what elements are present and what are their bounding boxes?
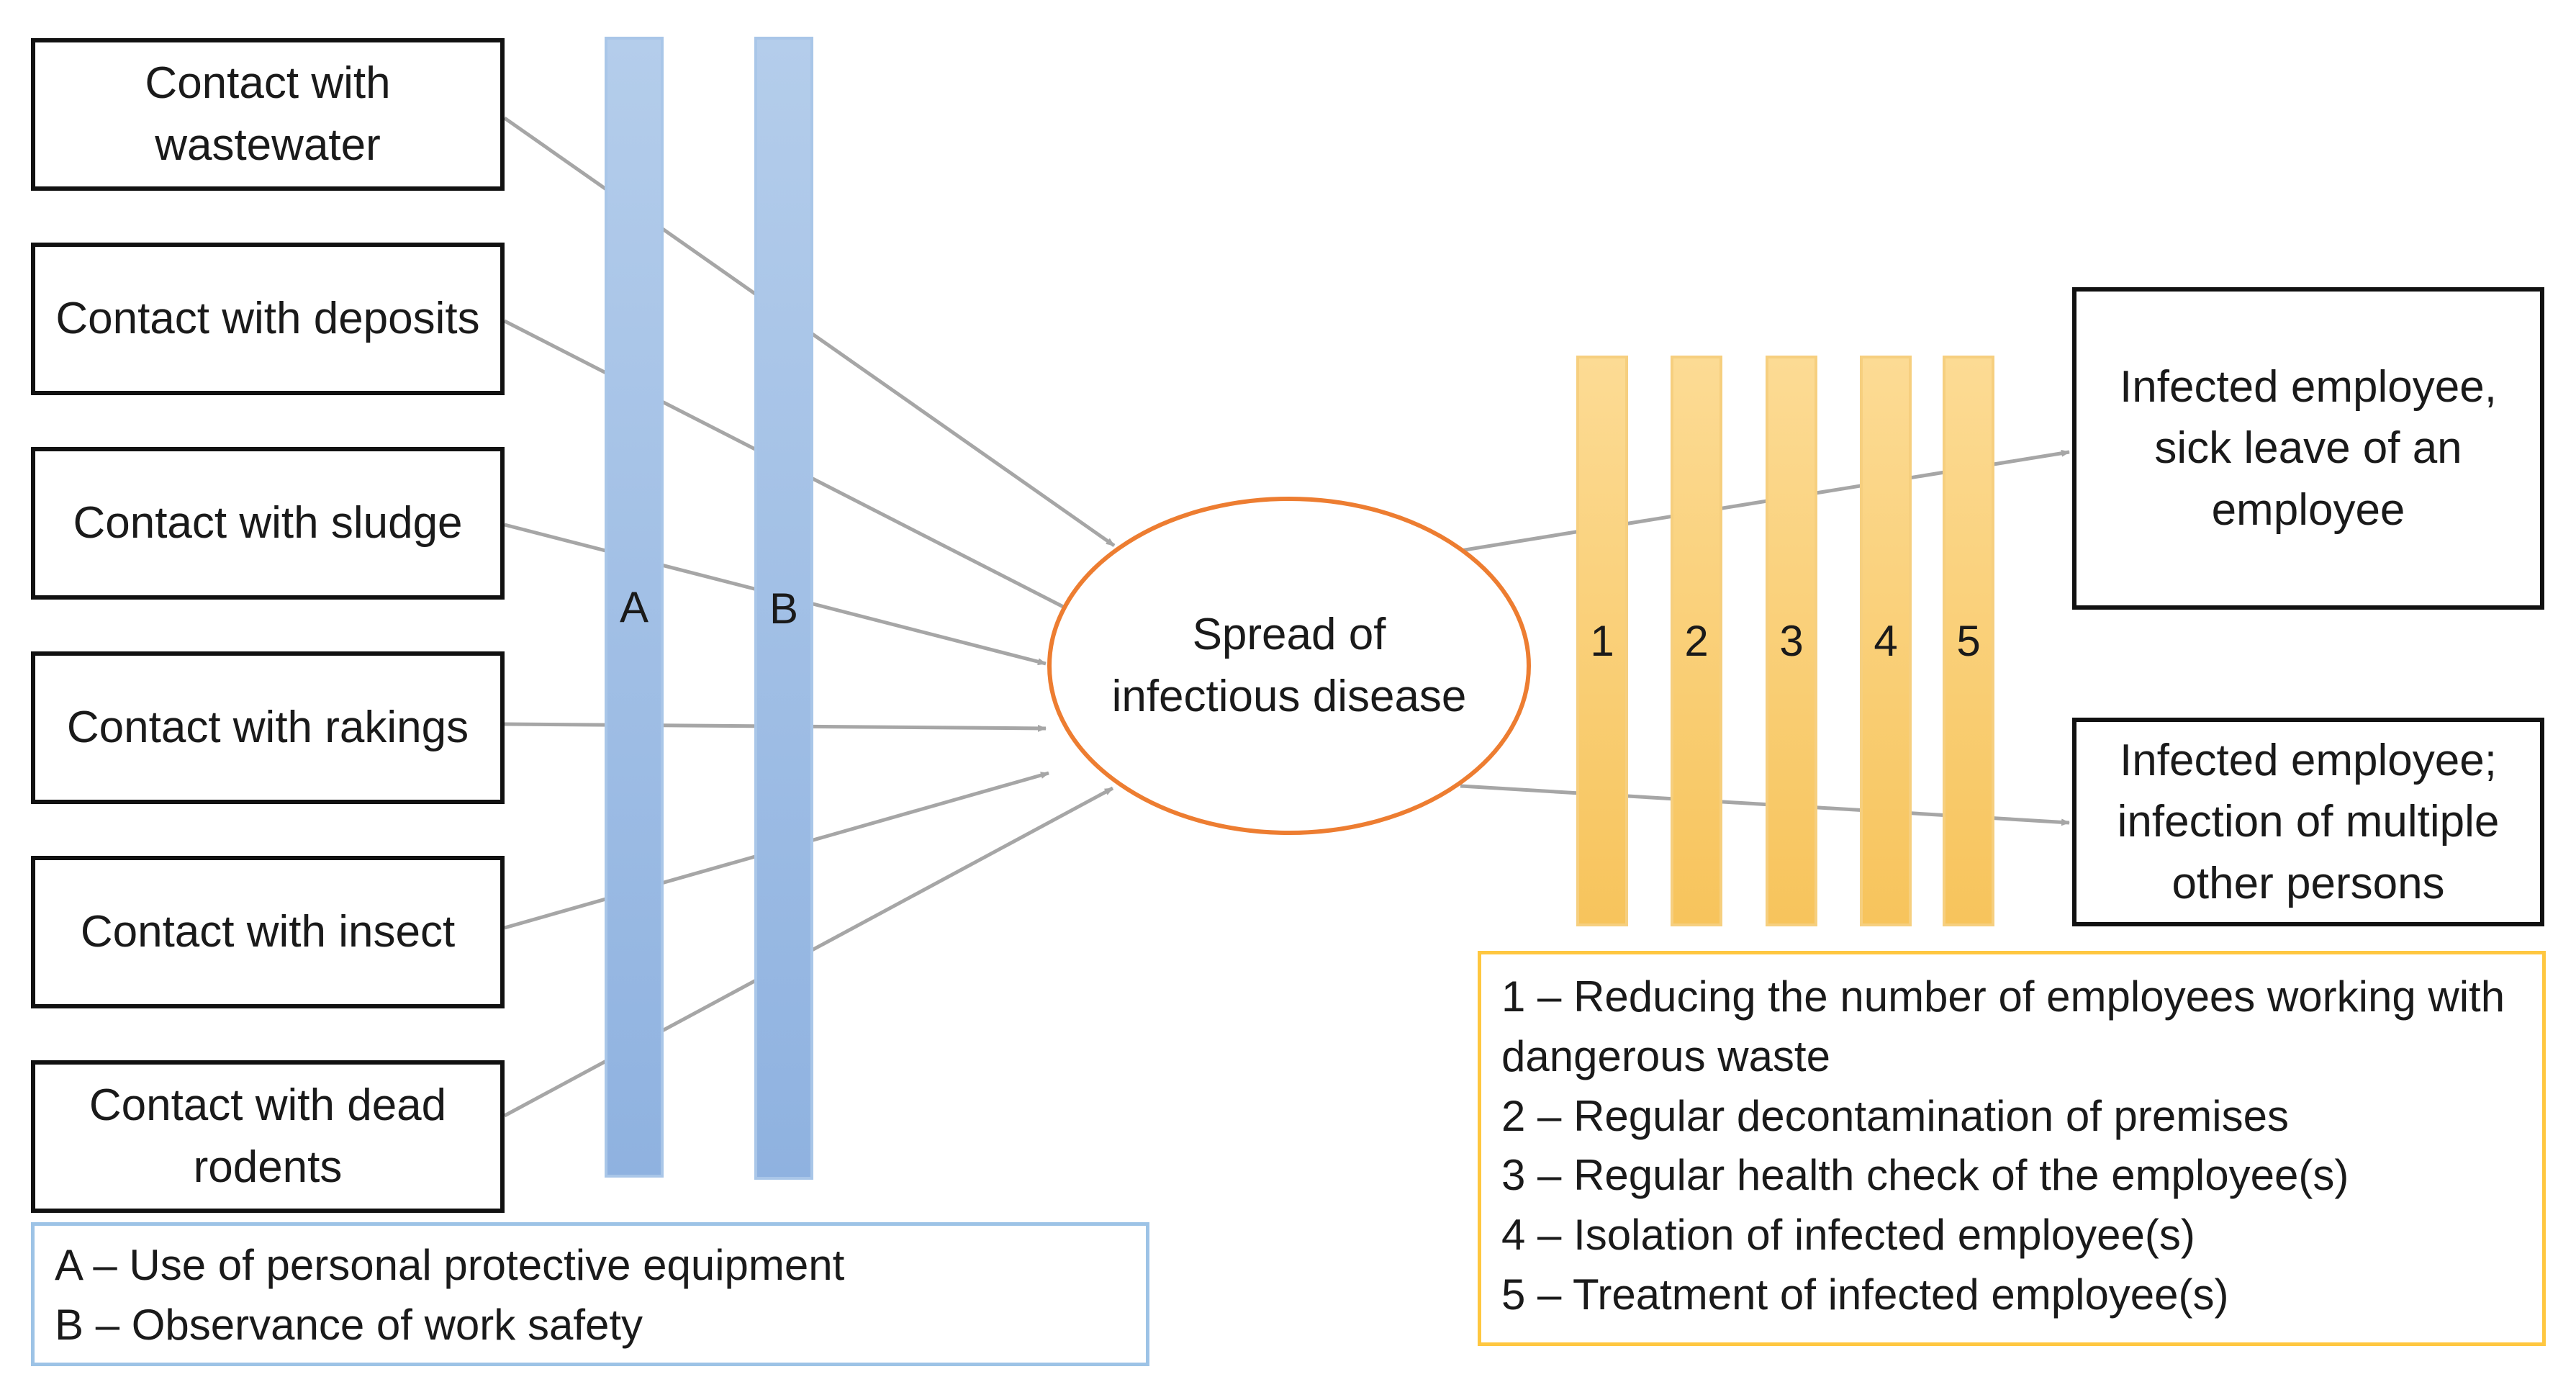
barrier-label: 3 — [1779, 617, 1804, 665]
source-label: Contact with dead rodents — [89, 1080, 447, 1192]
barrier-label: 1 — [1590, 617, 1614, 665]
barrier-label: 5 — [1956, 617, 1981, 665]
source-label: Contact with rakings — [66, 703, 469, 753]
legend-item-a: A – Use of personal protective equipment — [55, 1241, 845, 1289]
outcome-label: Infected employee, sick leave of an empl… — [2120, 361, 2497, 535]
barrier-bar-5: 5 — [1943, 356, 1994, 926]
source-box-deposits: Contact with deposits — [31, 243, 505, 395]
legend-item-4: 4 – Isolation of infected employee(s) — [1501, 1211, 2195, 1260]
source-label: Contact with sludge — [73, 498, 463, 548]
barrier-bar-2: 2 — [1671, 356, 1722, 926]
outcome-box-multiple-infection: Infected employee; infection of multiple… — [2072, 718, 2544, 926]
barrier-label: A — [619, 583, 649, 631]
source-label: Contact with insect — [80, 907, 456, 957]
legend-barriers-a-b: A – Use of personal protective equipment… — [31, 1222, 1149, 1366]
source-label: Contact with deposits — [55, 294, 480, 344]
barrier-bar-1: 1 — [1576, 356, 1628, 926]
source-box-rakings: Contact with rakings — [31, 651, 505, 804]
source-label: Contact with wastewater — [145, 58, 391, 170]
barrier-label: B — [769, 584, 799, 633]
barrier-bar-4: 4 — [1860, 356, 1912, 926]
legend-barriers-1-5: 1 – Reducing the number of employees wor… — [1478, 951, 2546, 1346]
barrier-bar-b: B — [754, 37, 813, 1180]
legend-item-2: 2 – Regular decontamination of premises — [1501, 1091, 2289, 1140]
source-box-insect: Contact with insect — [31, 856, 505, 1008]
outcome-box-sick-leave: Infected employee, sick leave of an empl… — [2072, 287, 2544, 610]
barrier-label: 2 — [1684, 617, 1709, 665]
legend-item-b: B – Observance of work safety — [55, 1300, 643, 1349]
barrier-label: 4 — [1874, 617, 1898, 665]
source-box-dead-rodents: Contact with dead rodents — [31, 1060, 505, 1213]
legend-item-5: 5 – Treatment of infected employee(s) — [1501, 1270, 2229, 1319]
center-event: Spread of infectious disease — [1094, 540, 1484, 792]
legend-item-1: 1 – Reducing the number of employees wor… — [1501, 972, 2505, 1080]
outcome-label: Infected employee; infection of multiple… — [2117, 735, 2500, 908]
barrier-bar-3: 3 — [1766, 356, 1817, 926]
source-box-wastewater: Contact with wastewater — [31, 38, 505, 191]
legend-item-3: 3 – Regular health check of the employee… — [1501, 1151, 2349, 1200]
center-ellipse — [1047, 497, 1531, 835]
barrier-bar-a: A — [605, 37, 664, 1178]
source-box-sludge: Contact with sludge — [31, 447, 505, 600]
center-event-label: Spread of infectious disease — [1111, 610, 1467, 721]
